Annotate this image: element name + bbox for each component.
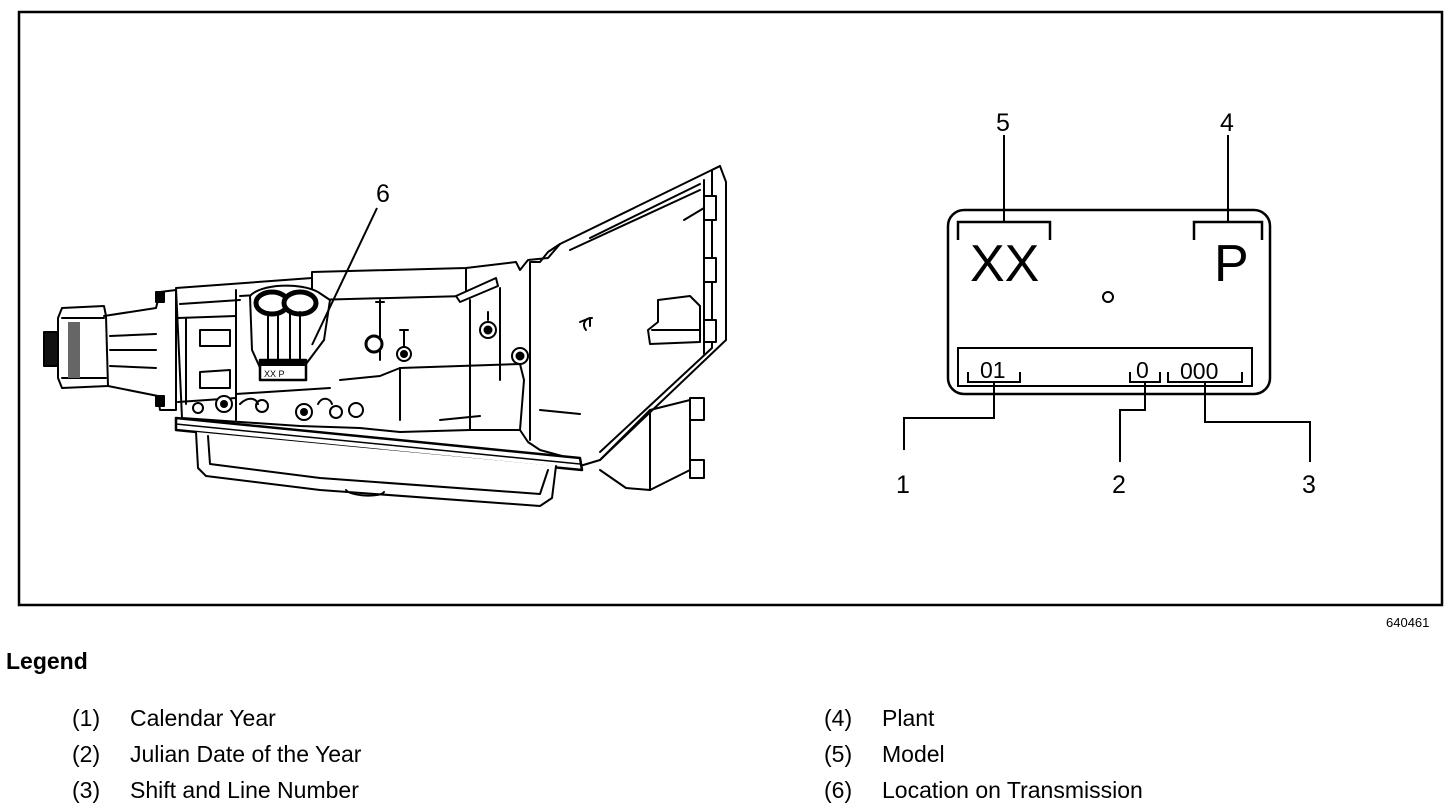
legend-title: Legend xyxy=(6,648,88,674)
legend-item-6: (6) Location on Transmission xyxy=(824,772,1143,808)
legend-item-5: (5) Model xyxy=(824,736,1143,772)
legend-item-label: Location on Transmission xyxy=(882,777,1143,803)
tag-year-code: 01 xyxy=(980,357,1006,383)
mini-tag-label: XX P xyxy=(264,369,285,379)
legend-item-label: Julian Date of the Year xyxy=(130,741,362,767)
legend-item-label: Calendar Year xyxy=(130,705,276,731)
callout-2: 2 xyxy=(1112,471,1126,499)
legend-item-3: (3) Shift and Line Number xyxy=(72,772,361,808)
legend-item-4: (4) Plant xyxy=(824,700,1143,736)
legend-item-1: (1) Calendar Year xyxy=(72,700,361,736)
callout-6: 6 xyxy=(376,180,390,208)
legend-column-left: (1) Calendar Year (2) Julian Date of the Y… xyxy=(72,700,361,808)
legend-item-label: Model xyxy=(882,741,945,767)
tag-plant-code: P xyxy=(1214,235,1249,293)
id-tag-code-strip xyxy=(957,347,1253,387)
legend-item-label: Shift and Line Number xyxy=(130,777,359,803)
legend-item-label: Plant xyxy=(882,705,935,731)
figure-frame xyxy=(17,10,1444,607)
callout-3: 3 xyxy=(1302,471,1316,499)
callout-6-leader xyxy=(311,207,378,346)
figure-id: 640461 xyxy=(1386,615,1429,630)
legend-item-number: (2) xyxy=(72,741,101,767)
legend-item-number: (1) xyxy=(72,705,101,731)
legend-item-number: (3) xyxy=(72,777,101,803)
callout-4: 4 xyxy=(1220,109,1234,137)
tag-model-code: XX xyxy=(970,235,1039,293)
legend-item-number: (6) xyxy=(824,777,853,803)
diagram-figure: XX P 01 0 000 XX P 6 5 4 1 2 3 640461 xyxy=(17,10,1444,630)
callout-5: 5 xyxy=(996,109,1010,137)
legend-item-2: (2) Julian Date of the Year xyxy=(72,736,361,772)
callout-1: 1 xyxy=(896,471,910,499)
transmission-illustration xyxy=(43,165,727,507)
tag-shift-code: 000 xyxy=(1180,358,1218,384)
id-tag-detail xyxy=(903,135,1311,462)
legend-column-right: (4) Plant (5) Model (6) Location on Transmi… xyxy=(824,700,1143,808)
tag-julian-code: 0 xyxy=(1136,357,1149,383)
legend-item-number: (5) xyxy=(824,741,853,767)
id-tag-rivet xyxy=(1102,291,1114,303)
legend-item-number: (4) xyxy=(824,705,853,731)
